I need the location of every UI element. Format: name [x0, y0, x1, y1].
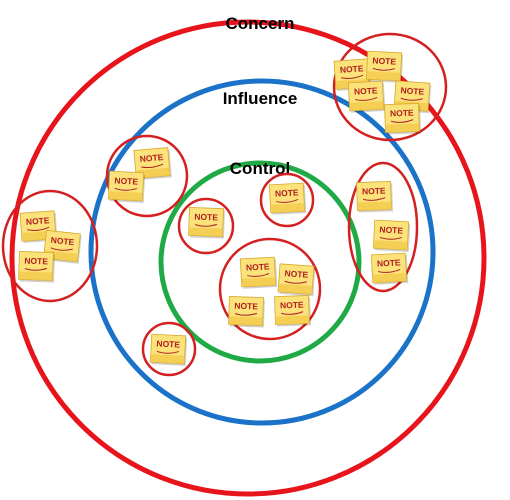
sticky-note-text: NOTE [139, 152, 164, 164]
sticky-note-text: NOTE [194, 212, 218, 223]
sticky-note: NOTE [239, 256, 278, 289]
sticky-note: NOTE [277, 263, 316, 297]
sticky-note-text: NOTE [114, 175, 138, 186]
sticky-note-text: NOTE [246, 261, 270, 272]
sticky-note: NOTE [228, 296, 265, 328]
sticky-notes: NOTENOTENOTENOTENOTENOTENOTENOTENOTENOTE… [18, 50, 432, 366]
sticky-note-text: NOTE [24, 256, 48, 267]
sticky-note-text: NOTE [379, 224, 403, 235]
concern-ring [9, 19, 487, 497]
note-group-influence-right [347, 161, 419, 293]
sticky-note: NOTE [274, 295, 312, 327]
sticky-note: NOTE [188, 207, 225, 239]
control-label: Control [230, 159, 290, 178]
sticky-note-text: NOTE [362, 186, 386, 197]
sticky-note-text: NOTE [372, 55, 396, 66]
sticky-note-text: NOTE [275, 187, 299, 198]
sticky-note: NOTE [268, 182, 307, 215]
sticky-note: NOTE [372, 219, 411, 252]
sticky-note: NOTE [384, 103, 422, 135]
sticky-note-text: NOTE [400, 85, 425, 97]
sticky-note-text: NOTE [340, 63, 365, 75]
note-group-control-center [218, 237, 322, 341]
note-group-control-top [259, 172, 315, 228]
sticky-note-text: NOTE [156, 338, 180, 349]
sticky-note: NOTE [149, 333, 188, 366]
note-group-top-right [332, 32, 448, 142]
note-group-control-left [177, 197, 235, 255]
note-group-influence-bottom [141, 321, 197, 377]
sticky-note: NOTE [365, 50, 404, 83]
concern-label: Concern [226, 14, 295, 33]
influence-ring [88, 78, 436, 426]
sticky-note-text: NOTE [377, 257, 401, 268]
note-groups [1, 32, 448, 377]
sticky-note: NOTE [370, 252, 409, 285]
sticky-note-text: NOTE [280, 300, 304, 311]
influence-label: Influence [223, 89, 298, 108]
note-group-influence-left [105, 134, 189, 218]
sticky-note: NOTE [347, 80, 386, 113]
control-ring [158, 160, 362, 364]
sticky-note-text: NOTE [26, 215, 51, 227]
sticky-note-text: NOTE [284, 268, 309, 280]
sticky-note-text: NOTE [390, 108, 414, 119]
sticky-note-text: NOTE [50, 235, 75, 247]
sticky-note-text: NOTE [234, 301, 258, 312]
sticky-note: NOTE [18, 251, 55, 283]
sticky-note: NOTE [107, 170, 146, 203]
sticky-note: NOTE [356, 181, 394, 213]
sticky-note-text: NOTE [354, 85, 378, 96]
note-group-concern-left [1, 189, 99, 303]
sticky-note: NOTE [133, 147, 172, 181]
